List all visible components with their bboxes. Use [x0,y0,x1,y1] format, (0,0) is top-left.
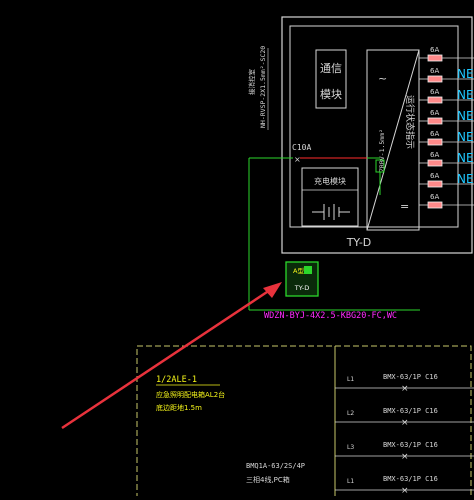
output-circuit-label: NE3 [457,109,474,123]
branch-phase-label: L1 [347,478,354,485]
output-breaker[interactable]: 6A NE3 [419,88,474,123]
output-breaker[interactable]: 6A [419,193,474,209]
output-breaker[interactable]: 6A NE4 [419,109,474,144]
pointer-arrow [61,282,282,430]
symbol-green-square [304,266,312,274]
ty-d-symbol[interactable]: A型 TY-D [285,261,319,297]
output-breaker[interactable]: 6A NE5 [419,130,474,165]
incoming-breaker-label: BMQ1A-63/2S/4P [246,462,305,470]
symbol-box [285,261,319,297]
inverter-vertical-label: 运行状态指示 [404,95,416,149]
lower-panel-frame [136,345,472,499]
lower-panel-desc-1: 应急照明配电箱AL2台 [156,390,225,399]
comm-module-box[interactable] [315,49,347,109]
output-breaker-body [427,201,443,209]
charge-module-box[interactable] [301,167,359,227]
branch-breaker-label: BMX-63/1P C16 [383,475,438,483]
output-breaker-rating: 6A [430,172,439,180]
pointer-arrow-shaft [61,288,271,430]
dc-symbol: = [400,200,409,213]
inverter-diagonal [366,49,420,231]
incoming-breaker-label-2: 三相4线,PC箱 [246,475,290,484]
branch-breaker-x-icon: × [401,452,409,462]
output-circuit-label: NE2 [457,88,474,102]
branch-breaker-x-icon: × [401,486,409,496]
branch-phase-label: L3 [347,444,354,451]
lower-panel-name: 1/2ALE-1 [156,375,197,385]
comm-module-label-line2: 模块 [320,88,342,101]
output-breaker-body [427,159,443,167]
feeder-cable-label: WDZN-BYJ-4X2.5-KBG20-FC,WC [264,311,397,321]
branch-breaker-x-icon: × [401,384,409,394]
cable-note: NH-RVSP-2X1.5mm²-SC20 [259,46,267,128]
output-breaker-rating: 6A [430,109,439,117]
output-breakers: 6A NE1 6A NE2 6A NE3 6A NE4 6A NE5 6A NE6 6A 6A [419,46,474,209]
input-breaker-label: C10A [292,143,311,152]
output-breaker[interactable]: 6A NE1 [419,46,474,81]
comm-module-label-line1: 通信 [320,62,342,75]
output-breaker[interactable]: 6A NE6 [419,151,474,186]
inverter-block [366,49,420,231]
branch-breaker-label: BMX-63/1P C16 [383,373,438,381]
internal-cable-label: ZRBV-1.5mm² [378,129,386,172]
branch-phase-label: L2 [347,410,354,417]
lower-distribution-panel[interactable]: 1/2ALE-1 应急照明配电箱AL2台 底边距地1.5m BMQ1A-63/2… [136,345,474,499]
cable-note-2: 接消控室 [247,69,256,96]
symbol-bottom-label: TY-D [294,284,310,292]
output-breaker-rating: 6A [430,67,439,75]
branch-circuit[interactable]: L2 × BMX-63/1P C16 [335,407,474,428]
branch-breaker-x-icon: × [401,418,409,428]
output-breaker-rating: 6A [430,151,439,159]
output-breaker-rating: 6A [430,46,439,54]
output-breaker-body [427,180,443,188]
cabinet-outer-frame [281,16,473,254]
internal-green-fuse [375,159,385,173]
pointer-arrow-head [263,282,282,298]
input-breaker-x-icon: × [294,155,301,164]
output-breaker-body [427,138,443,146]
branch-circuit[interactable]: L1 × BMX-63/1P C16 [335,475,474,496]
cabinet-inner-frame [289,25,459,228]
ac-symbol: ~ [378,72,387,85]
output-breaker-rating: 6A [430,193,439,201]
ty-d-cabinet[interactable]: 通信 模块 ~ = 运行状态指示 ZRBV-1.5mm² 充电模块 C10A ×… [281,16,474,254]
branch-circuit[interactable]: L3 × BMX-63/1P C16 [335,441,474,462]
charge-module-label: 充电模块 [314,176,346,186]
output-breaker-body [427,96,443,104]
lower-panel-desc-2: 底边距地1.5m [156,403,202,412]
output-breaker-body [427,54,443,62]
branch-circuit[interactable]: L1 × BMX-63/1P C16 [335,373,474,394]
output-circuit-label: NE4 [457,130,474,144]
output-breaker-rating: 6A [430,130,439,138]
output-breaker-body [427,75,443,83]
output-breaker[interactable]: 6A [419,172,474,188]
output-circuit-label: NE6 [457,172,474,186]
output-circuit-label: NE5 [457,151,474,165]
panel-label: TY-D [346,236,372,249]
output-breaker-body [427,117,443,125]
branch-breaker-label: BMX-63/1P C16 [383,407,438,415]
branch-phase-label: L1 [347,376,354,383]
output-circuit-label: NE1 [457,67,474,81]
output-breaker[interactable]: 6A NE2 [419,67,474,102]
branch-breaker-label: BMX-63/1P C16 [383,441,438,449]
output-breaker-rating: 6A [430,88,439,96]
symbol-top-label: A型 [293,266,304,275]
